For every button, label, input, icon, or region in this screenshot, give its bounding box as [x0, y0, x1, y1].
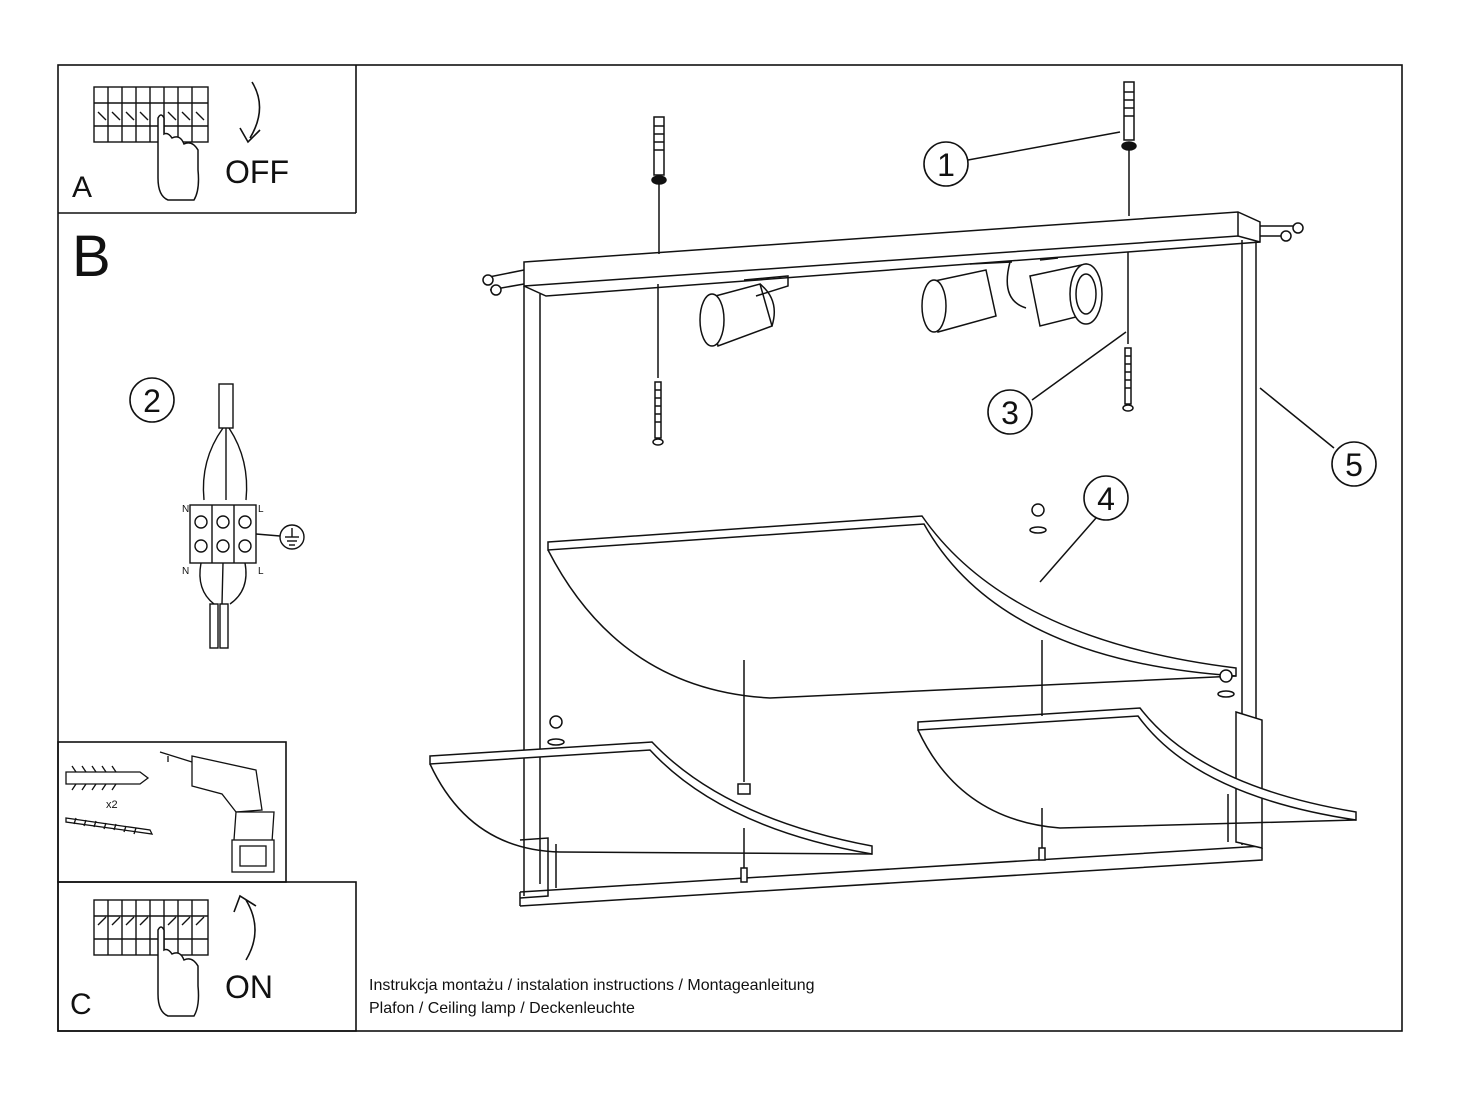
leader-1 [967, 131, 1121, 161]
svg-text:5: 5 [1345, 447, 1363, 483]
neutral-bottom-label: N [182, 566, 189, 577]
screw-right [1122, 252, 1134, 412]
arrow-down-icon [239, 81, 261, 144]
breaker-box-icon [93, 899, 209, 956]
outer-frame [57, 64, 1403, 1032]
right-bracket [1235, 710, 1263, 849]
leader-3 [1031, 331, 1127, 401]
ground-symbol-icon [279, 524, 305, 550]
shade-top [547, 515, 1237, 677]
caption-line-1: Instrukcja montażu / instalation instruc… [369, 977, 815, 994]
hand-icon [157, 926, 200, 1017]
top-rail [523, 211, 1261, 297]
wiring-diagram [189, 383, 281, 649]
shade-lower-right [917, 707, 1357, 821]
svg-text:2: 2 [143, 383, 161, 419]
wall-plug-right [1121, 81, 1137, 216]
leader-5 [1259, 387, 1335, 449]
wall-plug-icon [65, 765, 150, 791]
callout-4: 4 [1083, 475, 1129, 521]
hand-icon [157, 114, 200, 201]
bottom-frame [519, 845, 1263, 907]
live-bottom-label: L [258, 566, 264, 577]
panel-a: A OFF [72, 81, 289, 204]
shade-fixings [547, 503, 1235, 888]
panel-c: C ON [70, 894, 273, 1021]
off-label: OFF [225, 154, 289, 190]
spotlight-left [699, 275, 789, 348]
neutral-top-label: N [182, 504, 189, 515]
arrow-up-icon [233, 894, 257, 961]
rail-end-screws [482, 222, 1304, 296]
screw-left [652, 284, 664, 446]
panel-c-letter: C [70, 988, 92, 1021]
on-label: ON [225, 969, 273, 1005]
wall-plug-left [651, 116, 667, 254]
multiplier-label: x2 [106, 799, 118, 811]
live-top-label: L [258, 504, 264, 515]
screw-icon [65, 817, 154, 835]
svg-text:1: 1 [937, 147, 955, 183]
callout-3: 3 [987, 389, 1033, 435]
leader-4 [1039, 517, 1097, 583]
tools-panel [65, 751, 275, 873]
drill-icon [159, 751, 275, 873]
panel-a-letter: A [72, 171, 92, 204]
callout-1: 1 [923, 141, 969, 187]
terminal-block [189, 504, 257, 564]
spotlight-right [1006, 257, 1103, 327]
panel-c-frame [57, 881, 357, 1032]
left-upright [523, 286, 541, 896]
caption-line-2: Plafon / Ceiling lamp / Deckenleuchte [369, 1000, 635, 1017]
callout-2: 2 [129, 377, 175, 423]
svg-text:3: 3 [1001, 395, 1019, 431]
breaker-box-icon [93, 86, 209, 143]
callout-5: 5 [1331, 441, 1377, 487]
spotlight-middle [921, 261, 1013, 333]
ceiling-lamp-assembly [429, 81, 1357, 907]
svg-text:4: 4 [1097, 481, 1115, 517]
panel-b-letter: B [72, 224, 111, 289]
